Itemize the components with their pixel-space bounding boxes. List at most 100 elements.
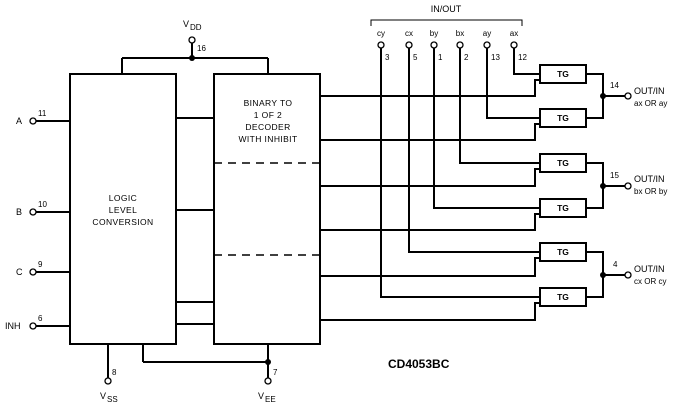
inout-cy-pin: 3: [385, 53, 390, 62]
input-inh-label: INH: [5, 321, 21, 331]
tg-cy-label: TG: [557, 292, 569, 302]
inout-pin-by: by 1: [430, 29, 443, 62]
inout-by-terminal: [430, 41, 438, 49]
input-c-terminal: [29, 268, 37, 276]
output-c-line1: OUT/IN: [634, 264, 665, 274]
part-number: CD4053BC: [388, 357, 450, 371]
inout-ay-terminal: [483, 41, 491, 49]
vdd-label-sub: DD: [190, 23, 202, 32]
vss-pin-number: 8: [112, 368, 117, 377]
tg-ay-label: TG: [557, 113, 569, 123]
tg-gate-by: TG: [539, 198, 587, 218]
vdd-pin-number: 16: [197, 44, 206, 53]
logic-block-line-1: LOGIC: [109, 193, 137, 203]
inout-header-label: IN/OUT: [431, 4, 462, 14]
input-c: C 9: [16, 260, 70, 277]
vee-label: V: [258, 391, 264, 401]
vee-pin-number: 7: [273, 368, 278, 377]
decoder-line-2: 1 OF 2: [254, 110, 282, 120]
tg-gate-cy: TG: [539, 287, 587, 307]
output-c-terminal: [624, 271, 632, 279]
vss-supply: 8 V SS: [100, 344, 118, 404]
vee-label-sub: EE: [265, 395, 276, 404]
output-b-pin: 15: [610, 171, 619, 180]
output-c-line2: cx OR cy: [634, 277, 666, 286]
logic-level-conversion-block: LOGIC LEVEL CONVERSION: [69, 73, 177, 345]
inout-ax-pin: 12: [518, 53, 527, 62]
inout-by-name: by: [430, 29, 438, 38]
tg-cx-label: TG: [557, 247, 569, 257]
inout-ay-name: ay: [483, 29, 491, 38]
output-a: 14 OUT/IN ax OR ay: [586, 73, 667, 119]
tg-bx-label: TG: [557, 158, 569, 168]
decoder-block: BINARY TO 1 OF 2 DECODER WITH INHIBIT: [213, 73, 321, 345]
inout-cx-terminal: [405, 41, 413, 49]
input-inh: INH 6: [5, 314, 70, 331]
output-b-junction: [600, 183, 606, 189]
inout-bx-name: bx: [456, 29, 464, 38]
inout-ax-name: ax: [510, 29, 518, 38]
input-c-label: C: [16, 267, 23, 277]
tg-gate-bx: TG: [539, 153, 587, 173]
tg-by-label: TG: [557, 203, 569, 213]
logic-block-line-2: LEVEL: [109, 205, 137, 215]
input-a-terminal: [29, 117, 37, 125]
tg-gate-cx: TG: [539, 242, 587, 262]
input-a-label: A: [16, 116, 22, 126]
inout-bx-pin: 2: [464, 53, 469, 62]
inout-pin-bx: bx 2: [456, 29, 469, 62]
vee-supply: 7 V EE: [142, 344, 278, 404]
inout-pin-cx: cx 5: [405, 29, 418, 62]
inter-block-wires: [176, 117, 214, 325]
input-b-label: B: [16, 207, 22, 217]
vee-junction: [265, 359, 271, 365]
inout-cx-pin: 5: [413, 53, 418, 62]
inout-ay-pin: 13: [491, 53, 500, 62]
input-b-pin: 10: [38, 200, 47, 209]
decoder-line-1: BINARY TO: [244, 98, 293, 108]
inout-pin-wires: [380, 48, 540, 298]
input-inh-terminal: [29, 322, 37, 330]
logic-block-line-3: CONVERSION: [92, 217, 153, 227]
input-a: A 11: [16, 109, 70, 126]
tg-ax-label: TG: [557, 69, 569, 79]
inout-cy-name: cy: [377, 29, 385, 38]
output-b-line1: OUT/IN: [634, 174, 665, 184]
output-b: 15 OUT/IN bx OR by: [586, 162, 667, 209]
input-inh-pin: 6: [38, 314, 43, 323]
inout-cy-terminal: [377, 41, 385, 49]
inout-header: IN/OUT: [370, 4, 523, 26]
inout-pin-ay: ay 13: [483, 29, 501, 62]
output-c: 4 OUT/IN cx OR cy: [586, 251, 666, 298]
inout-pin-cy: cy 3: [377, 29, 390, 62]
vss-terminal: [104, 377, 112, 385]
vss-label-sub: SS: [107, 395, 118, 404]
tg-gate-ax: TG: [539, 64, 587, 84]
input-c-pin: 9: [38, 260, 43, 269]
output-a-terminal: [624, 92, 632, 100]
output-b-line2: bx OR by: [634, 187, 667, 196]
input-b: B 10: [16, 200, 70, 217]
vdd-label: V: [183, 19, 189, 29]
output-a-line2: ax OR ay: [634, 99, 667, 108]
tg-gate-ay: TG: [539, 108, 587, 128]
vdd-junction: [189, 55, 195, 61]
vss-label: V: [100, 391, 106, 401]
inout-cx-name: cx: [405, 29, 413, 38]
output-a-pin: 14: [610, 81, 619, 90]
output-a-junction: [600, 93, 606, 99]
inout-bx-terminal: [456, 41, 464, 49]
input-a-pin: 11: [38, 109, 47, 118]
vdd-supply: V DD 16: [121, 19, 269, 74]
vee-terminal: [264, 377, 272, 385]
decoder-line-3: DECODER: [245, 122, 290, 132]
output-c-pin: 4: [613, 260, 618, 269]
decoder-line-4: WITH INHIBIT: [238, 134, 297, 144]
output-a-line1: OUT/IN: [634, 86, 665, 96]
inout-pin-ax: ax 12: [510, 29, 528, 62]
decoder-output-wires: [320, 79, 540, 321]
output-b-terminal: [624, 182, 632, 190]
inout-by-pin: 1: [438, 53, 443, 62]
input-b-terminal: [29, 208, 37, 216]
